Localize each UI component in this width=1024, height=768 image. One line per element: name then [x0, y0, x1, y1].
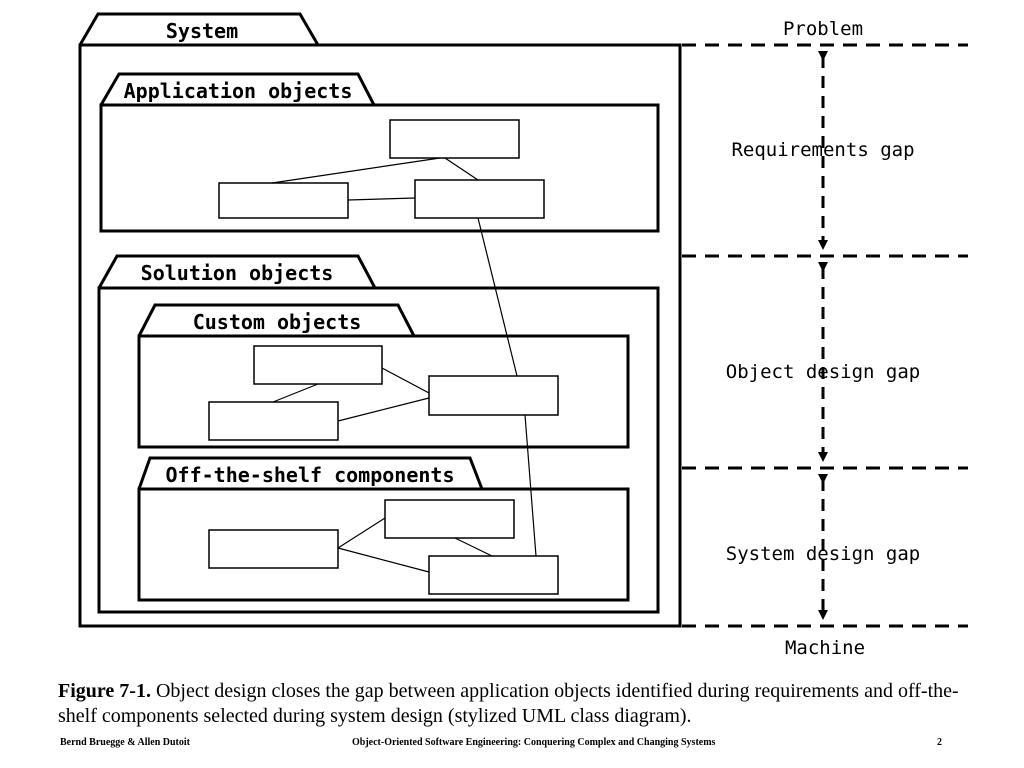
off-the-shelf-package [137, 456, 630, 602]
off-the-shelf-label: Off-the-shelf components [166, 463, 455, 487]
object-design-gap-label: Object design gap [726, 361, 920, 383]
association-line [337, 547, 430, 573]
association-line [477, 217, 518, 377]
class-box [384, 499, 515, 539]
application-objects-label: Application objects [124, 79, 353, 103]
custom-objects-label: Custom objects [193, 310, 362, 334]
class-box [428, 555, 559, 595]
solution-objects-label: Solution objects [141, 261, 334, 285]
requirements-gap-label: Requirements gap [731, 139, 914, 161]
machine-label: Machine [785, 637, 865, 659]
system-package-body [78, 43, 682, 628]
association-line [272, 383, 319, 403]
system-design-gap-label: System design gap [726, 543, 920, 565]
figure-label: Figure 7-1. [58, 680, 151, 702]
custom-objects-body [137, 334, 630, 449]
application-objects-body [99, 103, 660, 233]
figure-caption-text: Object design closes the gap between app… [58, 680, 959, 727]
solution-objects-tab [97, 254, 377, 289]
association-line [271, 157, 441, 184]
system-package-tab [78, 12, 320, 46]
footer-page-number: 2 [937, 737, 942, 748]
system-package-label: System [166, 19, 238, 43]
class-box [208, 401, 339, 441]
off-the-shelf-body [137, 487, 630, 602]
figure-caption: Figure 7-1. Object design closes the gap… [58, 679, 988, 729]
application-objects-tab [99, 72, 376, 106]
footer-book-title: Object-Oriented Software Engineering: Co… [352, 737, 716, 748]
class-box [389, 119, 520, 159]
class-box [414, 179, 545, 219]
custom-objects-package [137, 303, 630, 449]
application-objects-package [99, 72, 660, 233]
association-line [337, 397, 430, 422]
system-package [78, 12, 682, 628]
custom-objects-tab [137, 303, 416, 337]
class-box [428, 375, 559, 416]
off-the-shelf-tab [137, 456, 484, 490]
class-box [208, 529, 339, 569]
association-line [454, 537, 493, 557]
association-line [347, 197, 416, 201]
association-line [444, 157, 479, 181]
solution-objects-package [97, 254, 660, 614]
association-line [524, 414, 537, 557]
class-box [218, 182, 349, 219]
class-box [253, 345, 383, 385]
association-line [337, 517, 386, 549]
association-line [381, 367, 430, 394]
problem-label: Problem [783, 18, 863, 40]
solution-objects-body [97, 286, 660, 614]
footer-authors: Bernd Bruegge & Allen Dutoit [60, 737, 190, 748]
